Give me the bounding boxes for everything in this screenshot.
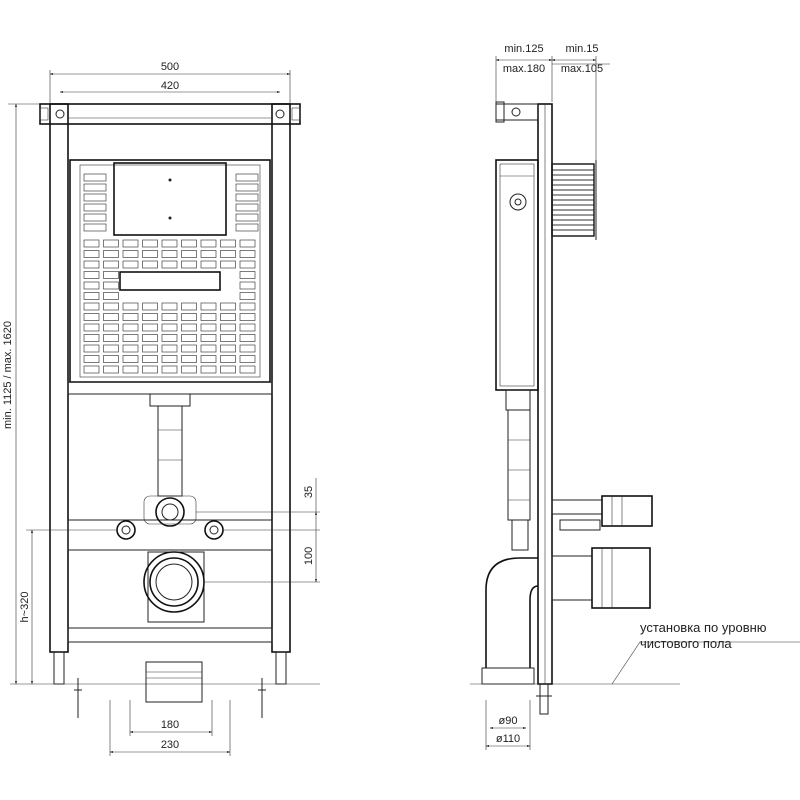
dim-depth-max2: max.105	[561, 63, 603, 75]
dim-depth-min1: min.125	[504, 43, 543, 55]
cistern	[69, 159, 271, 383]
front-dimensions: 500 420 min. 1125 / max. 1620 h~320 35 1…	[2, 61, 320, 756]
frame-bottom-rail	[67, 627, 273, 643]
side-dimensions: min.125 max.180 min.15 max.105 ø90 ø110	[485, 43, 610, 750]
frame-left-post	[49, 103, 69, 653]
frame-lower-rail	[67, 519, 273, 551]
dim-depth-min2: min.15	[565, 43, 598, 55]
dim-height: min. 1125 / max. 1620	[2, 321, 14, 429]
dim-depth-max1: max.180	[503, 63, 545, 75]
flush-plate-opening	[113, 162, 227, 236]
waste-outlet	[143, 551, 205, 623]
dim-d90: ø90	[499, 715, 518, 727]
frame-top-rail	[39, 103, 301, 125]
side-flush-plate	[551, 163, 595, 237]
dim-100: 100	[303, 547, 315, 565]
floor-note-line2: чистового пола	[640, 636, 732, 651]
dim-180: 180	[161, 719, 179, 731]
dim-h-outlet: h~320	[19, 592, 31, 623]
service-slot	[119, 271, 221, 291]
floor-note-line1: установка по уровню	[640, 620, 767, 635]
dim-35: 35	[303, 486, 315, 498]
bottom-drain	[145, 661, 203, 703]
front-view: 500 420 min. 1125 / max. 1620 h~320 35 1…	[2, 61, 320, 756]
flush-pipe	[143, 393, 197, 527]
dim-width-total: 500	[161, 61, 179, 73]
frame-mid-rail	[67, 381, 273, 395]
side-view: min.125 max.180 min.15 max.105 ø90 ø110 …	[470, 43, 800, 750]
dim-230: 230	[161, 739, 179, 751]
dim-d110: ø110	[496, 733, 520, 745]
side-waste-outlet	[551, 547, 651, 609]
dim-width-inner: 420	[161, 80, 179, 92]
side-waste-elbow	[481, 557, 539, 685]
frame-right-post	[271, 103, 291, 653]
side-flush-connector	[551, 495, 653, 531]
